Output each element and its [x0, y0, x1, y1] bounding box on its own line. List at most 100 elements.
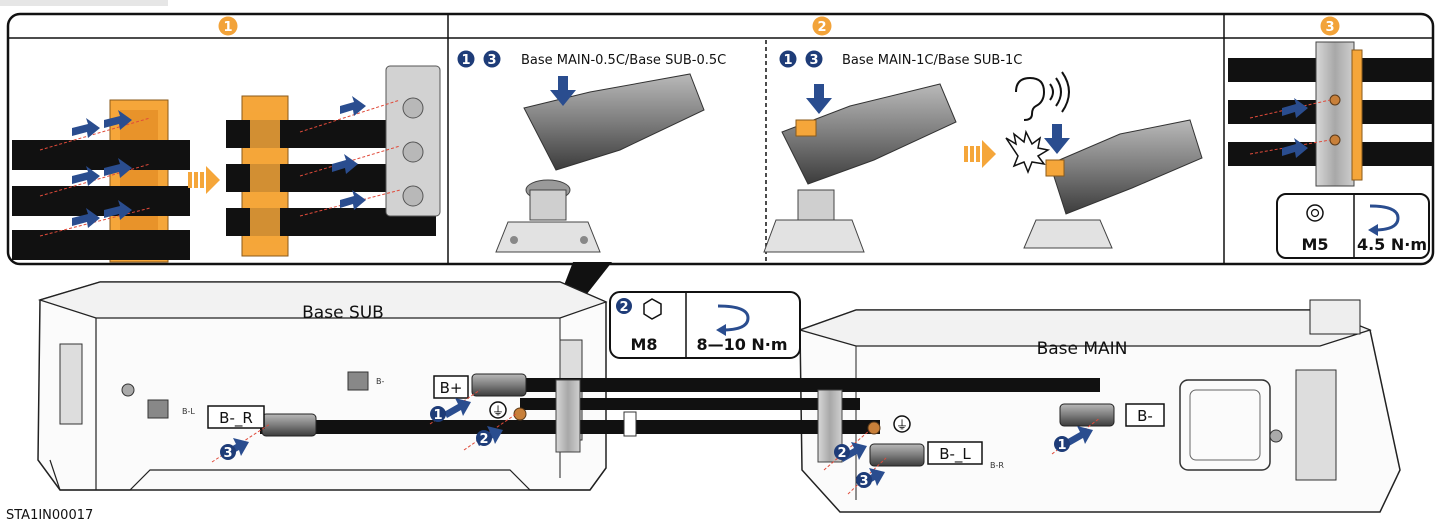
- next-step-arrow: [188, 166, 220, 194]
- step-2-left: 1 3 Base MAIN-0.5C/Base SUB-0.5C: [457, 50, 726, 253]
- cable-clip-inner: [120, 110, 158, 252]
- num-badge-2: 2: [476, 430, 492, 447]
- bolt-size: M5: [1301, 235, 1328, 254]
- label-b-minus-r: B-_R: [207, 405, 265, 429]
- num-badge-2: 2: [834, 444, 850, 461]
- svg-text:3: 3: [809, 53, 818, 68]
- connector-plug: [869, 443, 925, 467]
- step-2-right: 1 3 Base MAIN-1C/Base SUB-1C: [763, 50, 1203, 253]
- power-cables: [260, 373, 1115, 467]
- arrow-icon: [1282, 98, 1308, 158]
- rotate-icon: [1368, 204, 1400, 236]
- gray-bracket: [385, 65, 441, 217]
- figure-code: STA1IN00017: [6, 508, 93, 523]
- svg-text:2: 2: [837, 446, 846, 461]
- ground-torque-callout: 2 M8 8—10 N·m: [609, 291, 801, 359]
- cable: [1352, 100, 1432, 124]
- busbar: [555, 379, 581, 453]
- cable: [12, 230, 190, 260]
- svg-text:⏚: ⏚: [492, 404, 504, 418]
- port-label: B-L: [182, 407, 195, 416]
- num-badge-1: 1: [457, 50, 475, 68]
- cable: [500, 378, 1100, 392]
- svg-text:B-_L: B-_L: [939, 445, 971, 464]
- svg-text:B+: B+: [440, 379, 463, 397]
- label-b-minus: B-: [1125, 403, 1165, 427]
- ground-icon: ⏚: [489, 401, 507, 419]
- busbar: [817, 389, 843, 463]
- cable: [1228, 142, 1320, 166]
- num-badge-1: 1: [1054, 436, 1070, 453]
- connector-plug: [1049, 119, 1203, 215]
- rotate-icon: [716, 304, 750, 336]
- arrow-icon: [72, 110, 132, 228]
- connector-plug: [781, 83, 957, 185]
- cable: [12, 140, 190, 170]
- label-b-plus: B+: [433, 375, 469, 399]
- press-arrow-icon: [1044, 124, 1070, 154]
- svg-text:1: 1: [223, 20, 232, 35]
- svg-text:⏚: ⏚: [896, 418, 908, 432]
- top-step-panel: 1 2 3: [0, 0, 1435, 266]
- step-arrows-bottom: 1 2 3 1 2 3: [211, 389, 1101, 495]
- num-badge-3: 3: [220, 444, 236, 461]
- cable: [1228, 58, 1320, 82]
- step-1-illustration: [12, 65, 441, 263]
- num-badge-3: 3: [856, 472, 872, 489]
- bolt: [1329, 94, 1341, 106]
- bolt-size: M8: [630, 335, 657, 354]
- socket-icon: [1306, 204, 1324, 222]
- panel-border: [6, 12, 1435, 266]
- base-sub-module: Base SUB B- B-L: [37, 281, 608, 491]
- svg-text:2: 2: [619, 300, 628, 315]
- hex-bolt-icon: [643, 298, 662, 320]
- num-badge-2: 2: [616, 298, 632, 315]
- label-b-minus-l: B-_L: [927, 441, 983, 465]
- press-arrow-icon: [550, 76, 576, 106]
- cable: [12, 186, 190, 216]
- click-burst-icon: [1005, 129, 1051, 175]
- svg-text:3: 3: [487, 53, 496, 68]
- cable: [520, 398, 860, 410]
- svg-text:1: 1: [461, 53, 470, 68]
- svg-text:1: 1: [1057, 438, 1066, 453]
- ear-icon: [1015, 71, 1070, 121]
- connector-plug: [471, 373, 527, 397]
- num-badge-3: 3: [483, 50, 501, 68]
- connector-plug: [523, 73, 705, 171]
- svg-text:2: 2: [479, 432, 488, 447]
- mount-base: [1023, 219, 1113, 249]
- step-3-badge: 3: [1320, 16, 1340, 36]
- torque-value: 8—10 N·m: [696, 335, 787, 354]
- top-tab-strip: [0, 0, 168, 6]
- arrow-icon: [332, 96, 366, 210]
- cable: [1352, 142, 1432, 166]
- step-2-badge: 2: [812, 16, 832, 36]
- bolt: [1329, 134, 1341, 146]
- ground-icon: ⏚: [893, 415, 911, 433]
- next-step-arrow: [964, 140, 996, 168]
- svg-text:B-: B-: [1137, 407, 1153, 425]
- cable: [1352, 58, 1432, 82]
- port-label: B-: [376, 377, 384, 386]
- svg-text:B-_R: B-_R: [219, 409, 253, 428]
- connector-plug: [1059, 403, 1115, 427]
- step-3-illustration: M5 4.5 N·m: [1228, 41, 1432, 259]
- num-badge-1: 1: [430, 406, 446, 423]
- ground-bolt: [867, 421, 881, 435]
- torque-value: 4.5 N·m: [1357, 235, 1427, 254]
- press-arrow-icon: [806, 84, 832, 114]
- busbar: [1315, 41, 1355, 187]
- svg-text:3: 3: [859, 474, 868, 489]
- svg-text:1: 1: [433, 408, 442, 423]
- svg-text:3: 3: [223, 446, 232, 461]
- num-badge-1: 1: [779, 50, 797, 68]
- ground-bolt: [513, 407, 527, 421]
- svg-text:2: 2: [817, 20, 826, 35]
- model-label-1c: Base MAIN-1C/Base SUB-1C: [842, 53, 1022, 68]
- module-label-sub: Base SUB: [302, 303, 384, 323]
- step-1-badge: 1: [218, 16, 238, 36]
- module-label-main: Base MAIN: [1037, 339, 1128, 359]
- svg-text:3: 3: [1325, 20, 1334, 35]
